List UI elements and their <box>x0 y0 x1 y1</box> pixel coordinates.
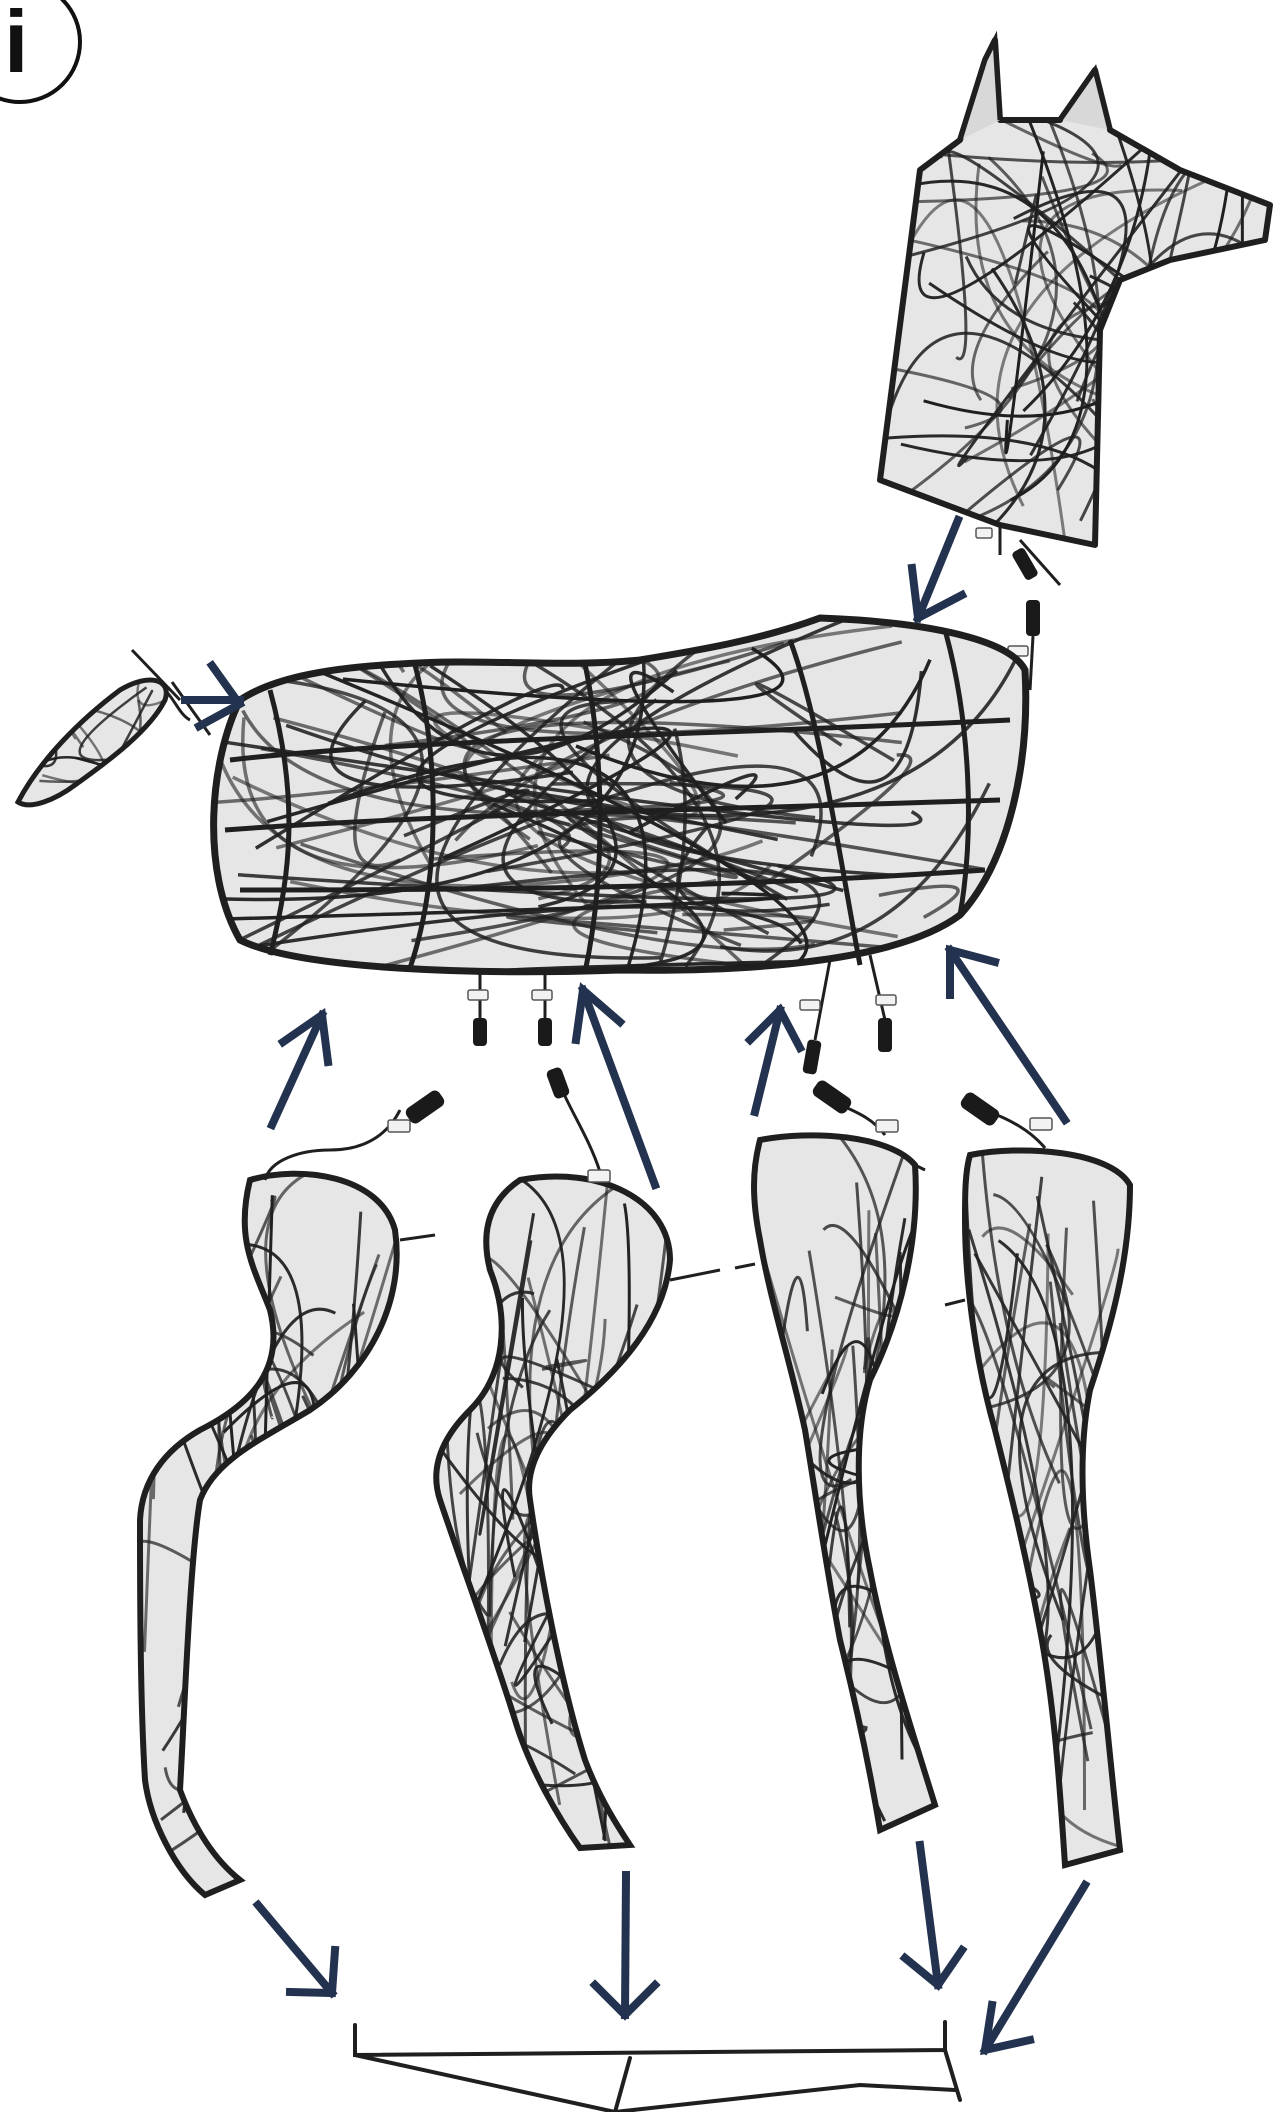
wire-strand <box>260 1419 389 1633</box>
wire-strand <box>1111 329 1261 446</box>
wire-strand <box>1156 333 1220 540</box>
front-leg-right-frame <box>425 1066 755 1855</box>
wire-strand <box>193 1770 384 1870</box>
step-label: i <box>4 0 28 91</box>
wire-strand <box>143 728 157 790</box>
wire-strand <box>280 1449 390 1685</box>
wire-strand <box>1002 1753 1048 1833</box>
wire-strand <box>1161 273 1274 491</box>
wire-strand <box>1093 399 1179 445</box>
wire-strand <box>569 1393 675 1784</box>
wire-strand <box>207 1524 298 1578</box>
head-neck-frame <box>870 40 1274 585</box>
arrow-leg-3-to-body <box>750 1010 800 1112</box>
arrow-leg-3-to-stand <box>905 1845 962 1985</box>
wire-strand <box>266 1556 323 1773</box>
hind-leg-right-frame <box>945 1090 1131 1865</box>
wire-strand <box>199 1510 248 1889</box>
wire-strand <box>285 1782 385 1859</box>
wire-strand <box>204 1471 377 1607</box>
wire-strand <box>957 1588 1039 1599</box>
arrow-leg-2-to-stand <box>595 1875 655 2015</box>
wire-strand <box>1004 1667 1023 1805</box>
hind-leg-left-frame <box>746 1078 937 1830</box>
wire-strand <box>361 1650 393 1835</box>
wire-strand <box>329 1463 362 1708</box>
wire-strand <box>1110 265 1274 444</box>
wire-strand <box>319 1537 335 1717</box>
wire-strand <box>251 1396 344 1758</box>
arrow-leg-1-to-body <box>272 1015 328 1125</box>
wire-strand <box>251 1435 384 1630</box>
step-indicator: i <box>0 0 80 102</box>
tail-frame <box>15 650 210 805</box>
wire-strand <box>885 83 903 119</box>
arrow-leg-4-to-stand <box>985 1885 1085 2050</box>
base-stand <box>355 2022 960 2112</box>
body-frame <box>202 610 1031 984</box>
wire-strand <box>209 1541 358 1641</box>
wire-strand <box>226 1319 257 1684</box>
arrow-leg-2-to-body <box>576 990 655 1185</box>
wire-strand <box>238 1528 367 1601</box>
front-leg-left-frame <box>135 1088 447 1895</box>
arrow-head-to-body <box>912 520 962 618</box>
wire-strand <box>211 1584 299 1889</box>
arrow-leg-1-to-stand <box>258 1905 335 1993</box>
